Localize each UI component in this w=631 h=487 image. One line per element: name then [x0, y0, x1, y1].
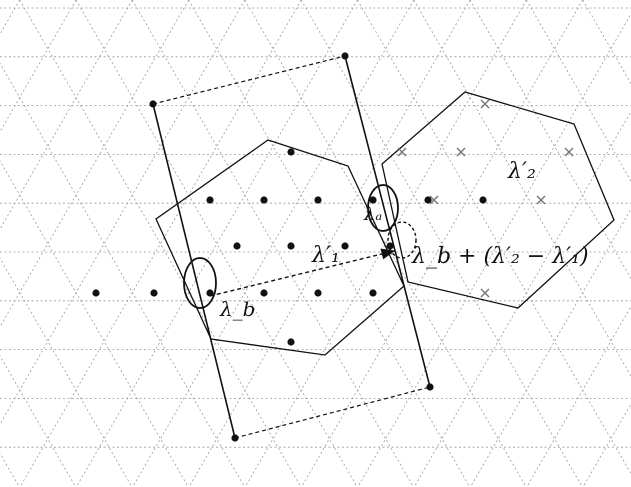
dashed-connectors [152, 55, 431, 439]
lattice-point [233, 242, 241, 250]
lattice-point [369, 289, 377, 297]
hexagon-right [381, 91, 615, 309]
lattice-line-diagonal [0, 355, 77, 487]
lattice-point [341, 242, 349, 250]
lattice-line-diagonal [75, 0, 358, 487]
lattice-point [287, 242, 295, 250]
lattice-line-diagonal [582, 403, 631, 487]
solid-edge-right [344, 55, 431, 388]
cross-marker [480, 288, 490, 298]
lambda1-prime-arrow [209, 248, 396, 297]
lattice-line-diagonal [244, 0, 527, 487]
lattice-point [341, 52, 349, 60]
label-lambda-b: λ_b [219, 297, 255, 321]
lambda-a-ellipse [367, 184, 399, 232]
lattice-line-diagonal [132, 0, 415, 487]
solid-edge-left [152, 103, 236, 439]
lattice-line-diagonal [526, 305, 631, 487]
lattice-line-diagonal [19, 0, 302, 487]
label-lambda-1-prime: λ′₁ [311, 243, 340, 268]
lattice-line-diagonal [301, 0, 584, 487]
lattice-line-diagonal [0, 0, 246, 425]
lattice-line-diagonal [188, 0, 471, 487]
cross-marker [536, 195, 546, 205]
lattice-point [206, 196, 214, 204]
cross-marker [480, 99, 490, 109]
lattice-line-diagonal [75, 0, 358, 487]
cross-marker [429, 195, 439, 205]
lattice-line-diagonal [582, 0, 631, 85]
lattice-point [479, 196, 487, 204]
lattice-line-diagonal [0, 257, 133, 487]
lattice-line-diagonal [0, 0, 77, 133]
lattice-points [92, 52, 487, 442]
lattice-line-diagonal [0, 0, 189, 328]
lattice-point [369, 196, 377, 204]
lattice-line-diagonal [188, 0, 471, 487]
lattice-point [149, 100, 157, 108]
lattice-line-diagonal [470, 208, 631, 487]
lattice-point [314, 289, 322, 297]
lattice-line-diagonal [0, 160, 189, 487]
target-dashed-circle [387, 221, 417, 259]
lattice-line-diagonal [0, 62, 245, 487]
lattice-line-diagonal [0, 452, 20, 487]
lattice-line-diagonal [300, 0, 583, 487]
lattice-point [231, 434, 239, 442]
cross-marker [397, 147, 407, 157]
lattice-line-diagonal [244, 0, 527, 487]
cross-marker [456, 147, 466, 157]
lattice-point [260, 289, 268, 297]
cross-marker [564, 147, 574, 157]
dashed-bottom-connector [234, 386, 431, 439]
lattice-line-diagonal [357, 0, 631, 475]
lattice-point [150, 289, 158, 297]
lattice-line-diagonal [0, 0, 21, 35]
lattice-point [92, 289, 100, 297]
lattice-line-diagonal [413, 110, 631, 487]
lattice-point [426, 383, 434, 391]
label-lambda-2-prime: λ′₂ [507, 159, 536, 184]
lattice-line-diagonal [357, 13, 631, 487]
hexagon-left [155, 139, 405, 356]
lattice-line-diagonal [19, 0, 302, 487]
lattice-point [287, 338, 295, 346]
lattice-point [287, 148, 295, 156]
dashed-top-connector [152, 55, 346, 105]
label-lambda-a: λₐ [363, 204, 382, 225]
lattice-point [424, 196, 432, 204]
label-lambda-expression: λ_b + (λ′₂ − λ′₁) [411, 244, 589, 269]
lambda-b-ellipse [183, 257, 217, 309]
lattice-line-diagonal [0, 0, 133, 230]
lattice-point [314, 196, 322, 204]
grey-cross-markers [397, 99, 574, 298]
lattice-point [206, 289, 214, 297]
lattice-line-diagonal [131, 0, 414, 487]
lattice-point [260, 196, 268, 204]
